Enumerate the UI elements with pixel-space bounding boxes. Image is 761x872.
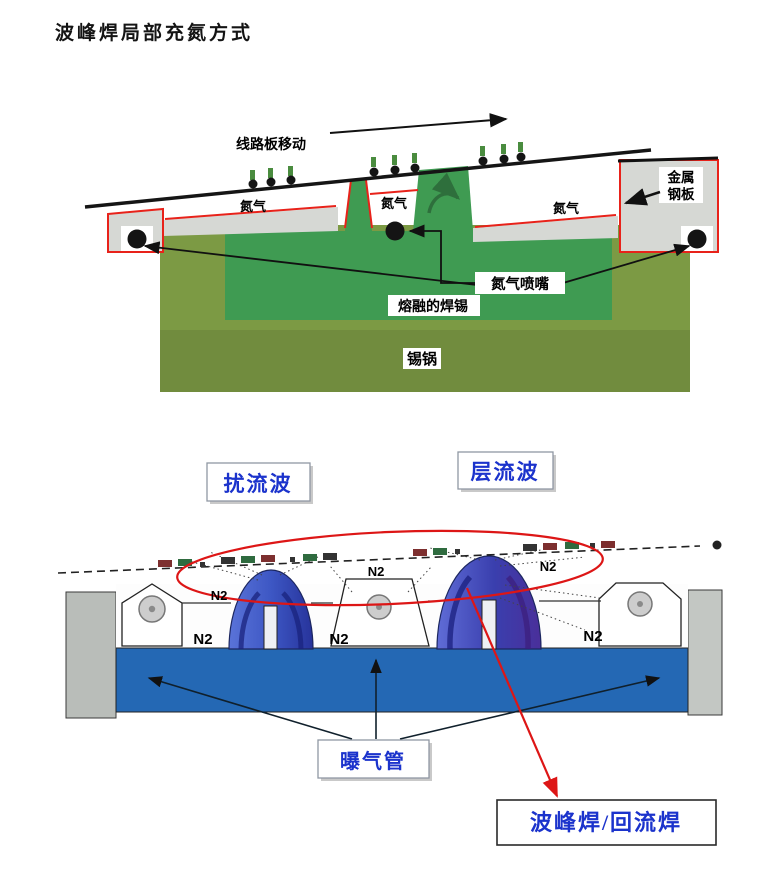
solder-pot-label: 锡锅 [407, 350, 437, 368]
molten-label-bg [388, 295, 480, 316]
conveyor-path-line [57, 545, 701, 574]
red-edge-left-strip [164, 205, 337, 220]
turbulent-wave-shape [228, 569, 314, 650]
board-movement-arrow [329, 113, 508, 134]
n2-label-lower-right: N2 [583, 628, 602, 645]
n2-label-upper-right: N2 [540, 559, 557, 574]
pcb-components [248, 142, 526, 189]
conveyor-components [158, 541, 615, 567]
pointer-to-middle-nozzle [408, 224, 477, 284]
red-edge-left-block [107, 207, 164, 253]
callout-label-box: 波峰焊/回流焊 [496, 799, 717, 846]
nozzle-label: 氮气喷嘴 [491, 275, 549, 293]
turbulent-box [206, 462, 311, 502]
red-edge-middle [369, 189, 419, 195]
left-support-pillar [65, 591, 117, 719]
aeration-pipe-arrows [147, 658, 661, 740]
laminar-wave-label-box: 层流波 [457, 451, 556, 492]
wave-former-wide [413, 166, 473, 231]
wave-channel-right [481, 599, 497, 650]
roller-wheels [138, 591, 653, 623]
solder-flow-arrow [427, 172, 461, 214]
n2-label-lower-middle: N2 [329, 631, 348, 648]
bottom-diagram: 扰流波 层流波 [57, 451, 723, 846]
metal-plate-left-strip [163, 207, 338, 236]
right-support-pillar [687, 589, 723, 716]
nozzle-label-bg [475, 272, 565, 294]
laminar-wave-label: 层流波 [471, 460, 540, 484]
top-diagram: 线路板移动 氮气 氮气 氮气 氮气喷嘴 熔融的焊锡 锡锅 [84, 113, 719, 392]
aeration-pipe-label: 曝气管 [340, 749, 406, 773]
metal-plate-label-bg [659, 167, 703, 203]
aeration-arrow-left [147, 676, 353, 740]
n2-label-upper-middle: N2 [368, 564, 385, 579]
nitrogen-nozzle-left [127, 229, 147, 249]
n2-label-lower-left: N2 [193, 631, 212, 648]
pointer-to-right-nozzle [562, 243, 691, 284]
wave-channel-left [263, 605, 278, 650]
right-block-top-edge [617, 156, 719, 163]
laminar-box [457, 451, 554, 490]
nitrogen-label-middle: 氮气 [381, 196, 407, 211]
aeration-pipe-label-box: 曝气管 [317, 739, 432, 781]
solder-bath [115, 647, 689, 713]
aeration-box [317, 739, 430, 779]
metal-plate-label-2: 钢板 [668, 186, 696, 202]
red-edge-narrow-chimney-l [344, 179, 352, 229]
nitrogen-nozzle-right [687, 229, 707, 249]
board-movement-label: 线路板移动 [236, 136, 306, 152]
conveyor-end-dot [712, 540, 722, 550]
molten-solder-label: 熔融的焊锡 [398, 298, 468, 314]
turbulent-wave-label: 扰流波 [224, 472, 293, 496]
callout-label: 波峰焊/回流焊 [530, 810, 682, 835]
page-title: 波峰焊局部充氮方式 [55, 23, 254, 44]
metal-plate-label-1: 金属 [667, 169, 695, 185]
nitrogen-label-left: 氮气 [240, 199, 266, 214]
red-edge-narrow-chimney-r [365, 179, 373, 229]
n2-label-upper-left: N2 [211, 588, 228, 603]
laminar-wave-shape [436, 555, 542, 650]
wave-former-narrow [345, 179, 372, 231]
nitrogen-nozzle-middle [385, 221, 405, 241]
aeration-arrow-right [399, 675, 661, 740]
red-edge-right-strip [474, 214, 617, 228]
pot-label-bg [403, 348, 441, 369]
nitrogen-label-right: 氮气 [553, 201, 579, 216]
metal-plate-right-strip [473, 216, 618, 242]
nozzle-pointer-arrows [143, 224, 691, 286]
metal-plate-arrow [623, 188, 661, 206]
callout-arrow [465, 587, 559, 798]
turbulent-wave-label-box: 扰流波 [206, 462, 313, 504]
circuit-board-line [84, 148, 652, 209]
highlight-ellipse [176, 529, 604, 607]
pointer-to-left-nozzle [143, 241, 478, 286]
callout-box [496, 799, 717, 846]
n2-labels: N2 N2 N2 N2 N2 N2 [193, 559, 602, 648]
